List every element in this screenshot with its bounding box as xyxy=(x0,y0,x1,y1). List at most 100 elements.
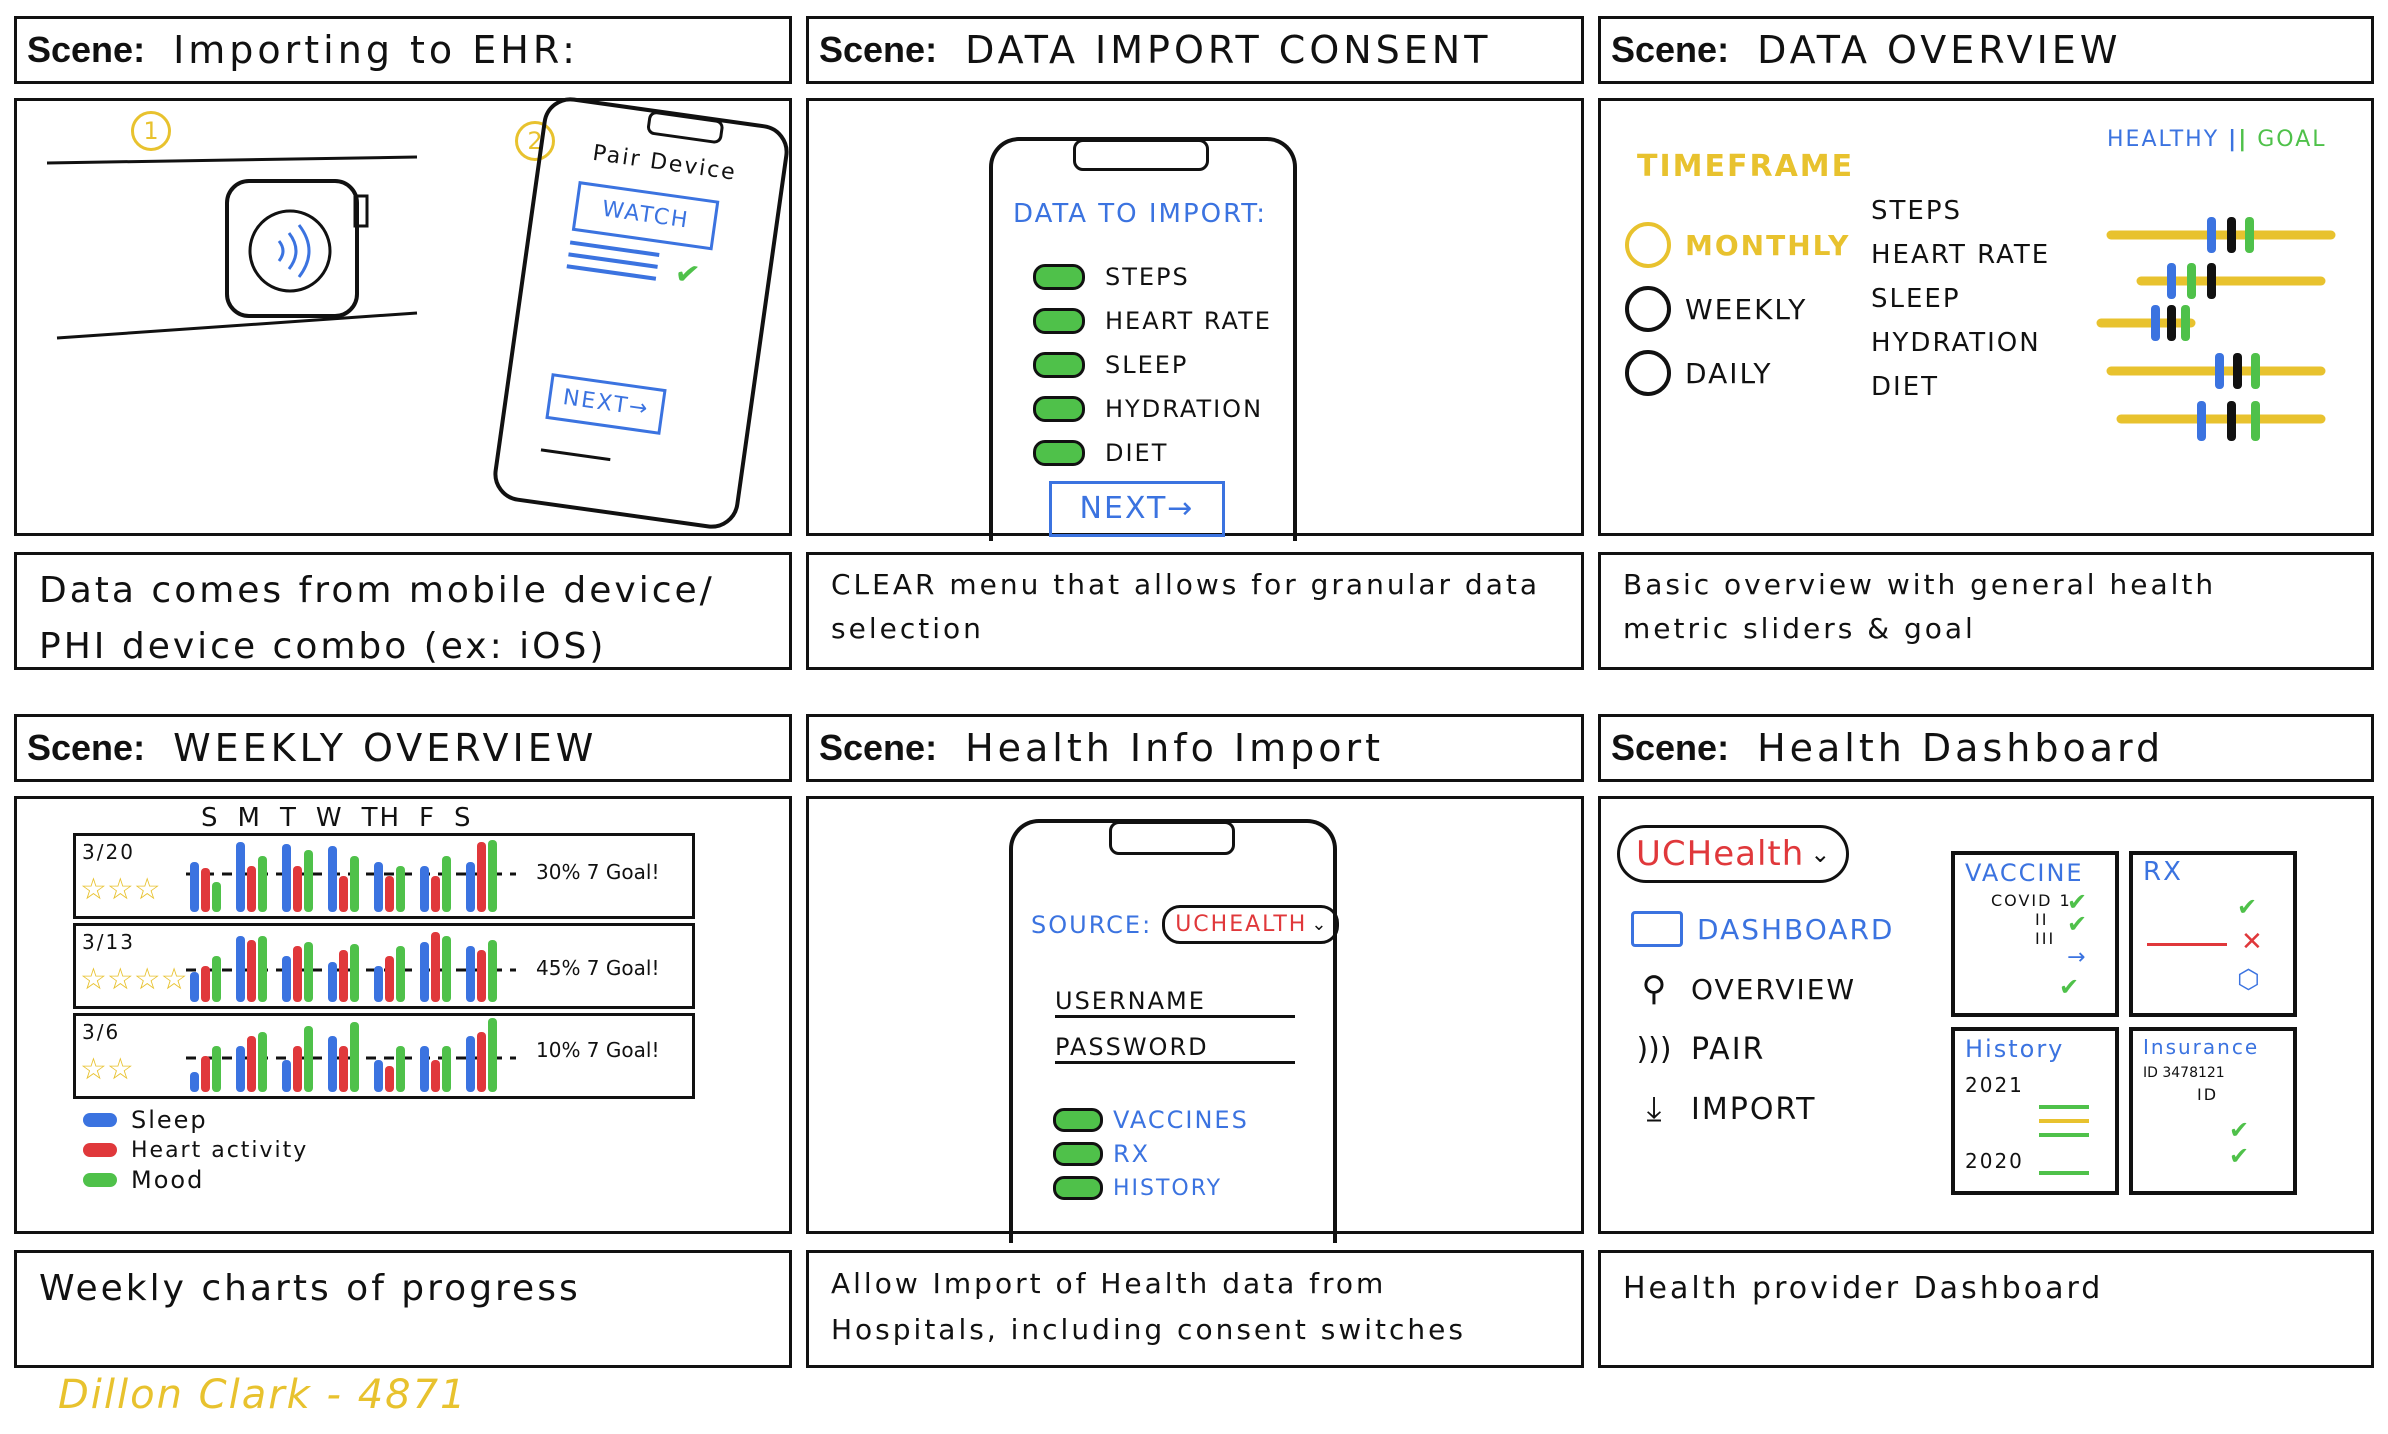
scene-title: WEEKLY OVERVIEW xyxy=(173,726,598,770)
card-line: ID 3478121 xyxy=(2143,1065,2225,1081)
week-row[interactable]: 3/20 ☆☆☆ 30% 7 Goal! xyxy=(73,833,695,919)
scene-title: DATA IMPORT CONSENT xyxy=(965,28,1492,72)
consent-phone: DATA TO IMPORT: STEPS HEART RATE SLEEP H… xyxy=(989,137,1297,541)
weekday-header: S M T W TH F S xyxy=(201,803,472,833)
toggle-switch[interactable] xyxy=(1053,1176,1103,1200)
toggle-switch[interactable] xyxy=(1033,352,1085,378)
toggle-label: DIET xyxy=(1105,439,1169,467)
toggle-row-vaccines[interactable]: VACCINES xyxy=(1053,1103,1249,1137)
week-row[interactable]: 3/13 ☆☆☆☆ 45% 7 Goal! xyxy=(73,923,695,1009)
caption-3: Basic overview with general health metri… xyxy=(1598,552,2374,670)
rx-line xyxy=(2147,943,2227,946)
toggle-row-steps[interactable]: STEPS xyxy=(1033,255,1272,299)
scene-header-5: Scene: Health Info Import xyxy=(806,714,1584,782)
wireless-icon xyxy=(277,224,311,278)
nav-item-import[interactable]: ⤓ IMPORT xyxy=(1631,1079,1894,1139)
toggle-row-history[interactable]: HISTORY xyxy=(1053,1171,1249,1205)
toggle-switch[interactable] xyxy=(1033,396,1085,422)
card-line: II xyxy=(2035,910,2049,929)
toggle-switch[interactable] xyxy=(1053,1108,1103,1132)
check-icon: ✔✔ xyxy=(2229,1116,2250,1170)
metric-label: HYDRATION xyxy=(1871,328,2041,358)
day-label: S xyxy=(453,803,473,833)
week-bars xyxy=(186,840,516,912)
nav-item-overview[interactable]: ⚲ OVERVIEW xyxy=(1631,959,1894,1019)
search-icon: ⚲ xyxy=(1641,969,1667,1009)
slider-steps[interactable] xyxy=(2106,217,2336,253)
timeframe-option-daily[interactable]: DAILY xyxy=(1625,341,1850,405)
scene-frame-6: UCHealth ⌄ DASHBOARD ⚲ OVERVIEW ))) PAIR… xyxy=(1598,796,2374,1234)
week-bar-group xyxy=(190,840,497,912)
close-icon: ✕ xyxy=(2241,927,2263,957)
description-lines xyxy=(569,240,660,257)
password-field[interactable]: PASSWORD xyxy=(1055,1033,1295,1064)
toggle-switch[interactable] xyxy=(1033,264,1085,290)
week-bars xyxy=(186,1018,516,1092)
day-label: S xyxy=(201,803,220,833)
goal-text: 10% 7 Goal! xyxy=(536,1038,660,1062)
watch-button[interactable]: WATCH xyxy=(571,181,720,251)
caption-line: metric sliders & goal xyxy=(1623,612,1976,645)
vaccine-card[interactable]: VACCINE COVID 1 II III ✔✔ → ✔ xyxy=(1951,851,2119,1017)
nav-item-dashboard[interactable]: DASHBOARD xyxy=(1631,899,1894,959)
scene-frame-2: DATA TO IMPORT: STEPS HEART RATE SLEEP H… xyxy=(806,98,1584,541)
timeframe-option-monthly[interactable]: MONTHLY xyxy=(1625,213,1850,277)
legend-item-mood: Mood xyxy=(83,1165,308,1195)
toggle-label: SLEEP xyxy=(1105,351,1189,379)
caption-5: Allow Import of Health data from Hospita… xyxy=(806,1250,1584,1368)
toggle-switch[interactable] xyxy=(1053,1142,1103,1166)
timeframe-label-text: DAILY xyxy=(1685,356,1773,390)
card-line: ID xyxy=(2197,1085,2219,1104)
day-label: M xyxy=(237,803,262,833)
day-label: W xyxy=(315,803,344,833)
legend-healthy: HEALTHY xyxy=(2107,127,2220,152)
username-field[interactable]: USERNAME xyxy=(1055,987,1295,1018)
provider-name: UCHealth xyxy=(1636,834,1805,874)
nav-item-pair[interactable]: ))) PAIR xyxy=(1631,1019,1894,1079)
phone-notch xyxy=(1073,139,1209,171)
caption-line: Weekly charts of progress xyxy=(39,1268,581,1309)
caption-6: Health provider Dashboard xyxy=(1598,1250,2374,1368)
metric-sliders xyxy=(2096,217,2336,441)
star-rating: ☆☆☆☆ xyxy=(80,962,188,997)
slider-diet[interactable] xyxy=(2116,401,2326,441)
day-label: F xyxy=(419,803,436,833)
caption-2: CLEAR menu that allows for granular data… xyxy=(806,552,1584,670)
scene-header-4: Scene: WEEKLY OVERVIEW xyxy=(14,714,792,782)
timeframe-option-weekly[interactable]: WEEKLY xyxy=(1625,277,1850,341)
week-date: 3/20 xyxy=(82,840,135,864)
toggle-row-rx[interactable]: RX xyxy=(1053,1137,1249,1171)
toggle-row-diet[interactable]: DIET xyxy=(1033,431,1272,475)
scene-header-2: Scene: DATA IMPORT CONSENT xyxy=(806,16,1584,84)
next-button[interactable]: NEXT→ xyxy=(545,373,667,435)
toggle-switch[interactable] xyxy=(1033,440,1085,466)
source-value: UCHEALTH xyxy=(1175,912,1308,937)
scene-label: Scene: xyxy=(27,727,146,768)
slider-sleep[interactable] xyxy=(2096,305,2196,341)
card-title: History xyxy=(1965,1035,2065,1063)
source-select[interactable]: UCHEALTH ⌄ xyxy=(1162,905,1340,944)
legend-goal: GOAL xyxy=(2257,127,2327,152)
provider-select[interactable]: UCHealth ⌄ xyxy=(1617,825,1850,883)
toggle-row-hydration[interactable]: HYDRATION xyxy=(1033,387,1272,431)
legend-swatch xyxy=(83,1143,117,1157)
legend-swatch xyxy=(83,1113,117,1127)
toggle-row-sleep[interactable]: SLEEP xyxy=(1033,343,1272,387)
timeframe-options: MONTHLY WEEKLY DAILY xyxy=(1625,213,1850,405)
toggle-switch[interactable] xyxy=(1033,308,1085,334)
history-card[interactable]: History 2021 2020 xyxy=(1951,1027,2119,1195)
slider-hydration[interactable] xyxy=(2106,353,2326,389)
next-button[interactable]: NEXT→ xyxy=(1049,481,1225,537)
check-icon: ✔ xyxy=(2059,973,2080,1001)
week-row[interactable]: 3/6 ☆☆ 10% 7 Goal! xyxy=(73,1013,695,1099)
toggle-label: STEPS xyxy=(1105,263,1190,291)
slider-heart-rate[interactable] xyxy=(2136,263,2326,299)
insurance-card[interactable]: Insurance ID 3478121 ID ✔✔ xyxy=(2129,1027,2297,1195)
toggle-row-heart-rate[interactable]: HEART RATE xyxy=(1033,299,1272,343)
pair-device-title: Pair Device xyxy=(591,140,739,186)
rx-card[interactable]: RX ✔ ✕ ⬡ xyxy=(2129,851,2297,1017)
download-icon: ⤓ xyxy=(1646,1089,1662,1129)
week-bar-group xyxy=(190,1018,497,1092)
username-label: USERNAME xyxy=(1055,987,1206,1015)
toggle-label: VACCINES xyxy=(1113,1106,1249,1134)
